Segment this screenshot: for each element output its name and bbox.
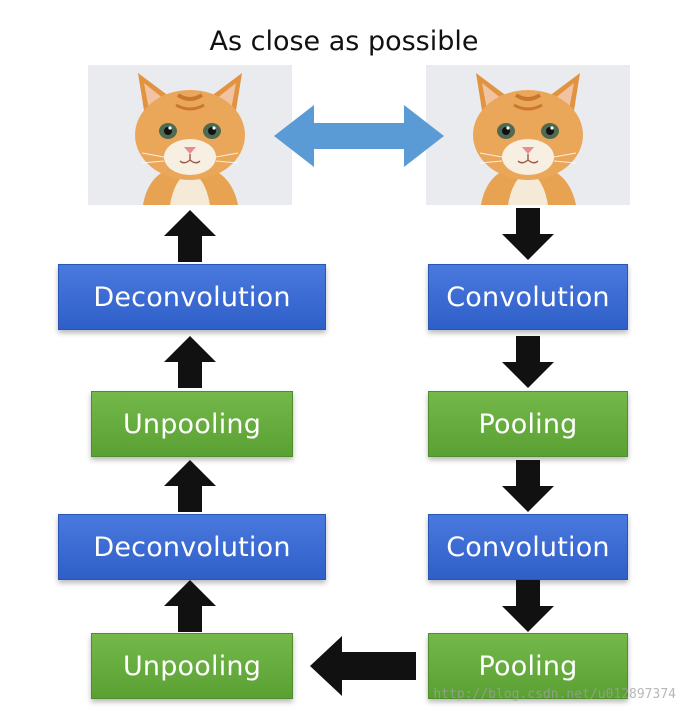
- decoder-unpooling-label-1: Unpooling: [122, 408, 262, 440]
- encoder-pooling-box-1: Pooling: [428, 391, 628, 457]
- decoder-deconvolution-box-1: Deconvolution: [58, 264, 326, 330]
- encoder-pooling-label-1: Pooling: [478, 408, 578, 440]
- watermark: http://blog.csdn.net/u012897374: [433, 687, 676, 702]
- decoder-unpooling-label-2: Unpooling: [122, 650, 262, 682]
- up-arrow-icon: [164, 210, 216, 262]
- up-arrow-icon: [164, 336, 216, 388]
- encoder-convolution-box-1: Convolution: [428, 264, 628, 330]
- decoder-deconvolution-box-2: Deconvolution: [58, 514, 326, 580]
- down-arrow-icon: [502, 336, 554, 388]
- up-arrow-icon: [164, 580, 216, 632]
- encoder-convolution-label-2: Convolution: [446, 531, 610, 563]
- compare-double-arrow-icon: [274, 105, 444, 167]
- decoder-deconvolution-label-1: Deconvolution: [93, 281, 291, 313]
- diagram-title: As close as possible: [209, 26, 479, 57]
- down-arrow-icon: [502, 208, 554, 260]
- decoder-unpooling-box-1: Unpooling: [91, 391, 293, 457]
- output-cat-image: [88, 65, 292, 205]
- encoder-convolution-box-2: Convolution: [428, 514, 628, 580]
- encoder-pooling-box-2: Pooling: [428, 633, 628, 699]
- decoder-unpooling-box-2: Unpooling: [91, 633, 293, 699]
- left-arrow-icon: [310, 636, 416, 696]
- encoder-convolution-label-1: Convolution: [446, 281, 610, 313]
- down-arrow-icon: [502, 460, 554, 512]
- input-cat-image: [426, 65, 630, 205]
- encoder-pooling-label-2: Pooling: [478, 650, 578, 682]
- up-arrow-icon: [164, 460, 216, 512]
- down-arrow-icon: [502, 580, 554, 632]
- decoder-deconvolution-label-2: Deconvolution: [93, 531, 291, 563]
